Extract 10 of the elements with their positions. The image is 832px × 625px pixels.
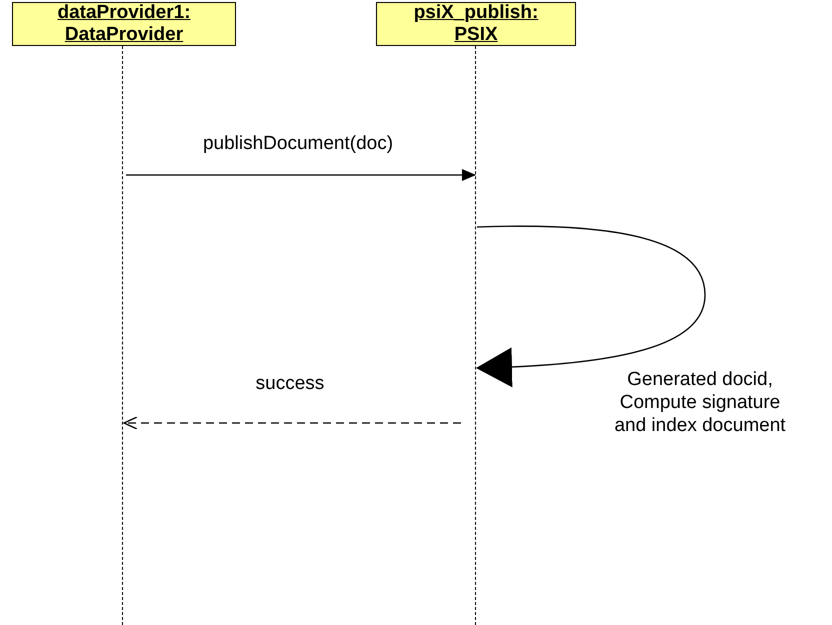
lifeline-header-box: dataProvider1: DataProvider — [12, 2, 236, 46]
message-label: success — [254, 372, 326, 395]
self-message-arrow — [476, 226, 706, 387]
message-label: publishDocument(doc) — [202, 132, 394, 155]
lifeline — [122, 46, 124, 625]
return-message-arrow — [123, 416, 461, 430]
lifeline-header-box: psiX_publish: PSIX — [376, 2, 576, 46]
message-arrow — [126, 169, 476, 181]
lifeline — [475, 46, 477, 625]
note-text: Generated docid, Compute signature and index document — [613, 368, 787, 437]
